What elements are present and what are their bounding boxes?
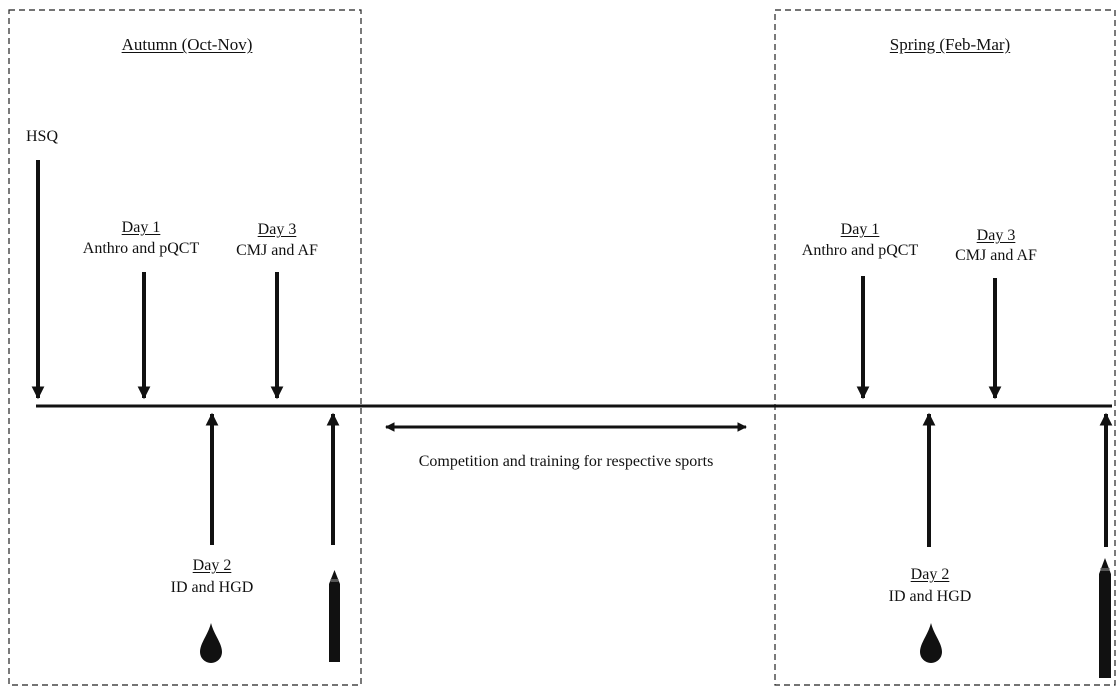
autumn-day2-label: ID and HGD <box>170 579 254 596</box>
autumn-day3-label: CMJ and AF <box>236 242 318 259</box>
autumn-day1-label: Anthro and pQCT <box>82 240 200 257</box>
autumn-day3-title: Day 3 <box>257 221 297 238</box>
spring-day2-title: Day 2 <box>910 566 950 583</box>
spring-day3-label: CMJ and AF <box>955 247 1037 264</box>
autumn-day1-title: Day 1 <box>121 219 161 236</box>
spring-day1-label: Anthro and pQCT <box>801 242 919 259</box>
blood-drop-icon <box>200 623 222 663</box>
autumn-day2-title: Day 2 <box>192 557 232 574</box>
autumn-season-title: Autumn (Oct-Nov) <box>121 35 253 54</box>
spring-season-title: Spring (Feb-Mar) <box>889 35 1011 54</box>
spring-season-box <box>774 9 1116 686</box>
blood-drop-icon <box>920 623 942 663</box>
spring-day1-title: Day 1 <box>840 221 880 238</box>
autumn-season-box <box>8 9 362 686</box>
marker-icon <box>329 570 340 662</box>
hsq-label: HSQ <box>26 128 59 145</box>
spring-day2-label: ID and HGD <box>888 588 972 605</box>
competition-period-label: Competition and training for respective … <box>418 453 714 470</box>
marker-icon <box>1099 558 1111 678</box>
spring-day3-title: Day 3 <box>976 227 1016 244</box>
